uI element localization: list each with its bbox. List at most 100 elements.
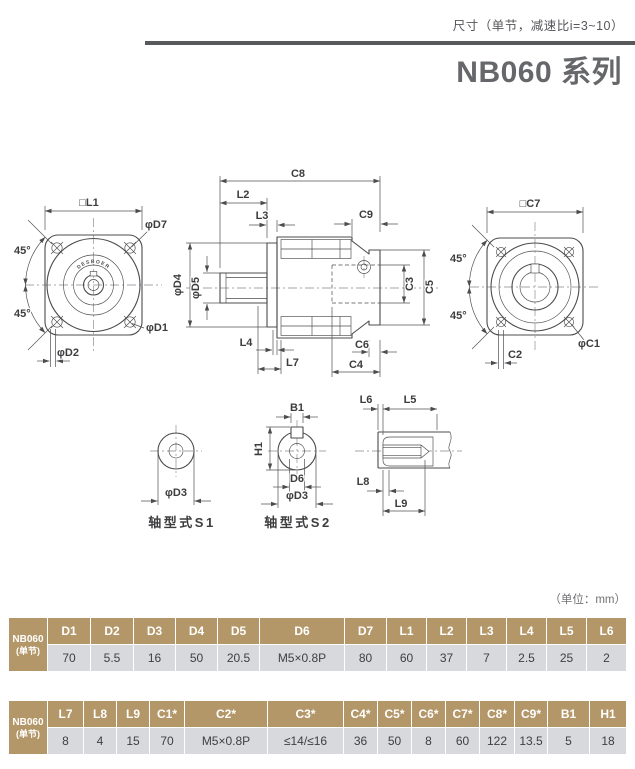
dim-H1: H1 bbox=[253, 442, 265, 456]
value-cell: ≤14/≤16 bbox=[267, 727, 344, 755]
page-subtitle: 尺寸（单节，减速比i=3~10） bbox=[452, 19, 624, 33]
dim-L2: L2 bbox=[237, 189, 250, 201]
column-header: C2* bbox=[184, 700, 268, 728]
header-rule bbox=[145, 41, 635, 45]
dim-D6: D6 bbox=[290, 473, 304, 485]
table-row: NB060 (单节) D1 D2 D3 D4 D5 D6 D7 L1 L2 L3… bbox=[8, 617, 627, 672]
table-row: NB060 (单节) L7 L8 L9 C1* C2* C3* C4* C5* … bbox=[8, 700, 627, 755]
front-view: DESBOER □L1 φD7 45° 45° φD1 φD2 bbox=[13, 196, 169, 367]
value-cell: 4 bbox=[83, 727, 117, 755]
value-cell: 2 bbox=[586, 644, 627, 672]
table-row: 8 4 15 70 M5×0.8P ≤14/≤16 36 50 8 60 122… bbox=[9, 727, 627, 755]
column-header: C6* bbox=[411, 700, 446, 728]
table-row: 70 5.5 16 50 20.5 M5×0.8P 80 60 37 7 2.5… bbox=[9, 644, 627, 672]
dim-C9: C9 bbox=[359, 209, 373, 221]
value-cell: 80 bbox=[344, 644, 387, 672]
column-header: C4* bbox=[343, 700, 378, 728]
dim-C7: □C7 bbox=[520, 198, 541, 210]
column-header: D3 bbox=[133, 617, 176, 645]
column-header: L7 bbox=[47, 700, 84, 728]
row-header: NB060 (单节) bbox=[8, 700, 48, 755]
column-header: H1 bbox=[589, 700, 627, 728]
value-cell: 5 bbox=[547, 727, 590, 755]
value-cell: 70 bbox=[47, 644, 91, 672]
value-cell: 5.5 bbox=[90, 644, 134, 672]
dim-angle-bottom-rear: 45° bbox=[450, 310, 467, 322]
column-header: C5* bbox=[377, 700, 412, 728]
dim-D1: φD1 bbox=[146, 322, 168, 334]
value-cell: 70 bbox=[149, 727, 185, 755]
dim-L5: L5 bbox=[404, 394, 417, 406]
dim-angle-top-rear: 45° bbox=[450, 253, 467, 265]
dim-D4: φD4 bbox=[172, 273, 184, 296]
column-header: L3 bbox=[466, 617, 507, 645]
logo-text: DESBOER bbox=[76, 259, 110, 271]
column-header: L8 bbox=[83, 700, 117, 728]
value-cell: 18 bbox=[589, 727, 627, 755]
dim-L8: L8 bbox=[357, 476, 370, 488]
column-header: C7* bbox=[445, 700, 480, 728]
dim-D5: φD5 bbox=[190, 277, 202, 299]
dim-C4: C4 bbox=[349, 359, 364, 371]
value-cell: 8 bbox=[411, 727, 446, 755]
dim-D3-s2: φD3 bbox=[286, 490, 308, 502]
dim-angle-top: 45° bbox=[14, 245, 31, 257]
column-header: D4 bbox=[175, 617, 218, 645]
column-header: C8* bbox=[479, 700, 515, 728]
value-cell: M5×0.8P bbox=[259, 644, 345, 672]
value-cell: 15 bbox=[116, 727, 150, 755]
dim-D7: φD7 bbox=[145, 219, 167, 231]
value-cell: 2.5 bbox=[506, 644, 547, 672]
value-cell: 13.5 bbox=[514, 727, 548, 755]
column-header: C9* bbox=[514, 700, 548, 728]
column-header: L2 bbox=[426, 617, 467, 645]
value-cell: 37 bbox=[426, 644, 467, 672]
value-cell: 122 bbox=[479, 727, 515, 755]
row-header-stage: (单节) bbox=[16, 728, 40, 739]
spec-table-2: NB060 (单节) L7 L8 L9 C1* C2* C3* C4* C5* … bbox=[8, 700, 627, 755]
dim-C8: C8 bbox=[291, 168, 305, 180]
dim-C2: C2 bbox=[508, 349, 522, 361]
value-cell: 60 bbox=[386, 644, 427, 672]
value-cell: 50 bbox=[175, 644, 218, 672]
dim-C6: C6 bbox=[355, 339, 369, 351]
dim-L7: L7 bbox=[286, 357, 299, 369]
shaft-s2-caption: 轴型式S2 bbox=[264, 515, 331, 530]
shaft-s1-detail: φD3 轴型式S1 bbox=[141, 425, 215, 531]
dim-L9: L9 bbox=[395, 498, 408, 510]
dim-C5: C5 bbox=[424, 280, 436, 294]
shaft-s1-caption: 轴型式S1 bbox=[148, 515, 215, 530]
column-header: L4 bbox=[506, 617, 547, 645]
dim-L6: L6 bbox=[360, 394, 373, 406]
rear-view: □C7 45° 45° C2 φC1 bbox=[449, 197, 601, 369]
dim-L4: L4 bbox=[240, 337, 254, 349]
value-cell: 50 bbox=[377, 727, 412, 755]
dim-angle-bottom: 45° bbox=[14, 308, 31, 320]
dim-D3-s1: φD3 bbox=[165, 487, 187, 499]
side-view: C8 L2 L3 C9 φD4 φD5 C3 C5 L4 bbox=[171, 167, 440, 377]
dim-D2: φD2 bbox=[57, 347, 79, 359]
dim-C1: φC1 bbox=[578, 338, 600, 350]
spec-table-1: NB060 (单节) D1 D2 D3 D4 D5 D6 D7 L1 L2 L3… bbox=[8, 617, 627, 672]
value-cell: 16 bbox=[133, 644, 176, 672]
dim-B1: B1 bbox=[290, 402, 304, 414]
row-header-model: NB060 bbox=[12, 633, 44, 645]
column-header: L1 bbox=[386, 617, 427, 645]
row-header-model: NB060 bbox=[12, 716, 44, 728]
shaft-s2-detail: B1 H1 D6 φD3 轴型式S2 bbox=[252, 401, 333, 531]
value-cell: 8 bbox=[47, 727, 84, 755]
row-header: NB060 (单节) bbox=[8, 617, 48, 672]
column-header: L5 bbox=[546, 617, 587, 645]
value-cell: 20.5 bbox=[217, 644, 260, 672]
svg-text:DESBOER: DESBOER bbox=[76, 259, 111, 271]
column-header: D5 bbox=[217, 617, 260, 645]
column-header: L6 bbox=[586, 617, 627, 645]
value-cell: M5×0.8P bbox=[184, 727, 268, 755]
column-header: L9 bbox=[116, 700, 150, 728]
value-cell: 60 bbox=[445, 727, 480, 755]
dim-L3: L3 bbox=[256, 210, 269, 222]
column-header: C1* bbox=[149, 700, 185, 728]
column-header: D1 bbox=[47, 617, 91, 645]
dim-C3: C3 bbox=[404, 277, 416, 291]
